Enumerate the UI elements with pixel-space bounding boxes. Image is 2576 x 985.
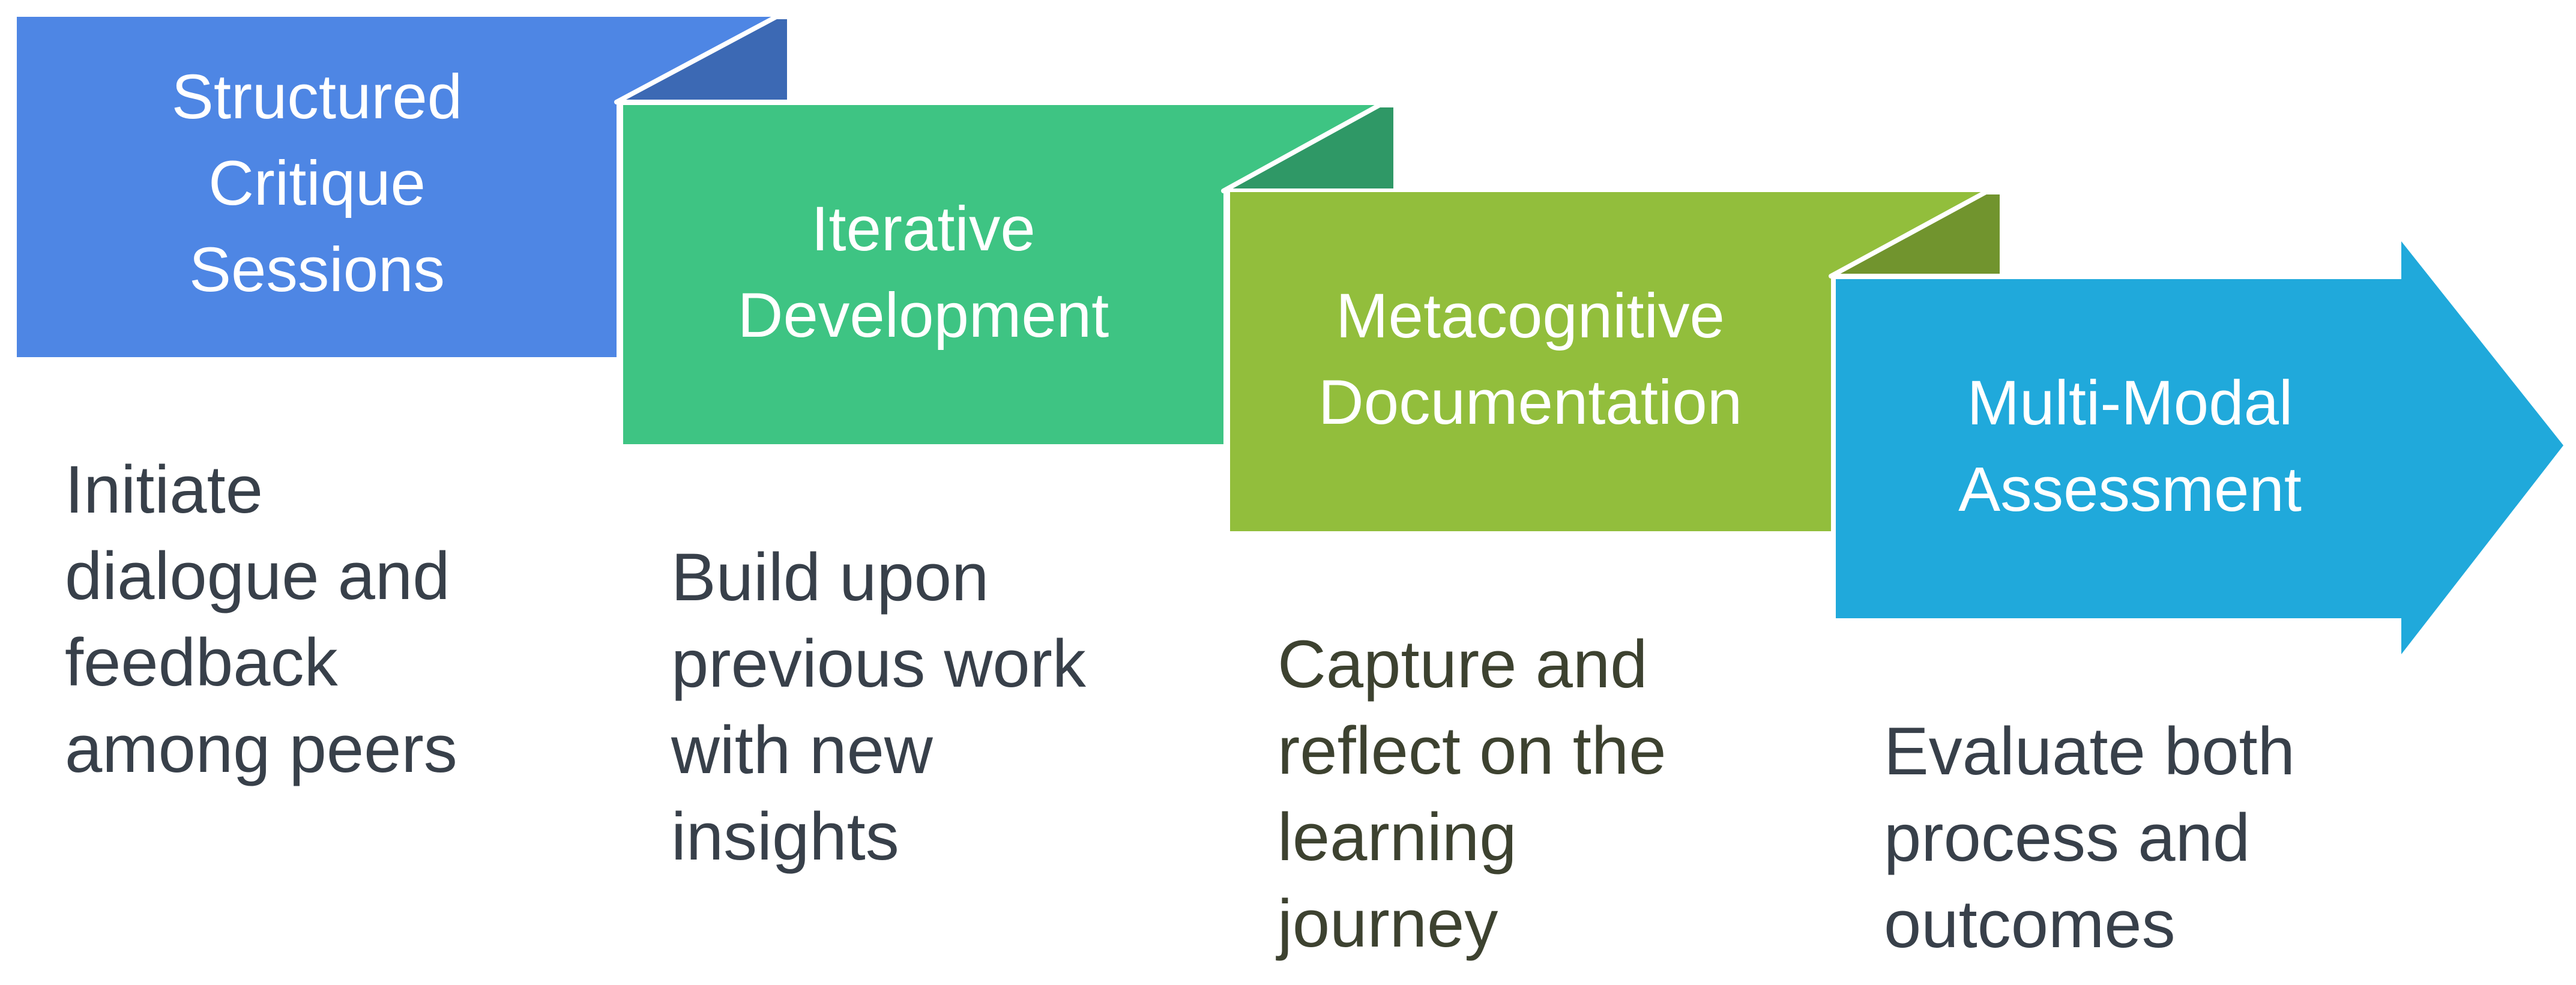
step-2-description-line: insights bbox=[671, 799, 899, 874]
step-3-title-line: Metacognitive bbox=[1336, 281, 1725, 351]
step-1-title-line: Critique bbox=[208, 148, 426, 218]
step-2-description-line: with new bbox=[671, 712, 933, 788]
step-3-description: Capture and reflect on the learning jour… bbox=[1277, 621, 1667, 967]
step-1-description-line: Initiate bbox=[65, 452, 263, 527]
step-2-fold-edge bbox=[1221, 103, 1398, 193]
step-1-ribbon bbox=[17, 17, 776, 357]
step-3-description-line: journey bbox=[1277, 886, 1498, 961]
step-3-description-line: Capture and bbox=[1277, 627, 1648, 702]
step-4-title: Multi-Modal Assessment bbox=[1836, 360, 2424, 533]
step-4-title-line: Assessment bbox=[1958, 454, 2302, 525]
step-4-title-line: Multi-Modal bbox=[1967, 368, 2293, 438]
step-2-description-line: previous work bbox=[671, 626, 1086, 701]
step-3-description-line: reflect on the bbox=[1277, 713, 1667, 788]
step-3-description-line: learning bbox=[1277, 800, 1517, 875]
step-4-description: Evaluate both process and outcomes bbox=[1884, 708, 2295, 968]
step-4-description-line: outcomes bbox=[1884, 887, 2176, 962]
step-2-description-line: Build upon bbox=[671, 540, 989, 615]
step-1-description-line: feedback bbox=[65, 625, 338, 700]
step-2-ribbon bbox=[623, 105, 1380, 444]
step-3-ribbon bbox=[1230, 192, 1986, 531]
step-2-description: Build upon previous work with new insigh… bbox=[671, 534, 1086, 880]
step-3-title: Metacognitive Documentation bbox=[1230, 273, 1830, 446]
step-2-title-line: Iterative bbox=[811, 194, 1036, 264]
step-4-description-line: process and bbox=[1884, 800, 2251, 875]
step-4-arrow bbox=[1836, 241, 2563, 654]
step-2-title-line: Development bbox=[737, 280, 1109, 351]
step-2-title: Iterative Development bbox=[623, 186, 1223, 359]
step-1-description: Initiate dialogue and feedback among pee… bbox=[65, 447, 457, 792]
step-1-title: Structured Critique Sessions bbox=[17, 54, 617, 313]
step-3-title-line: Documentation bbox=[1318, 367, 1743, 438]
step-1-title-line: Structured bbox=[171, 62, 463, 132]
step-4-description-line: Evaluate both bbox=[1884, 714, 2295, 789]
step-1-title-line: Sessions bbox=[189, 235, 445, 305]
step-1-description-line: dialogue and bbox=[65, 538, 450, 613]
step-1-description-line: among peers bbox=[65, 711, 457, 786]
step-3-fold-edge bbox=[1829, 190, 2004, 279]
step-1-fold-edge bbox=[614, 14, 792, 104]
